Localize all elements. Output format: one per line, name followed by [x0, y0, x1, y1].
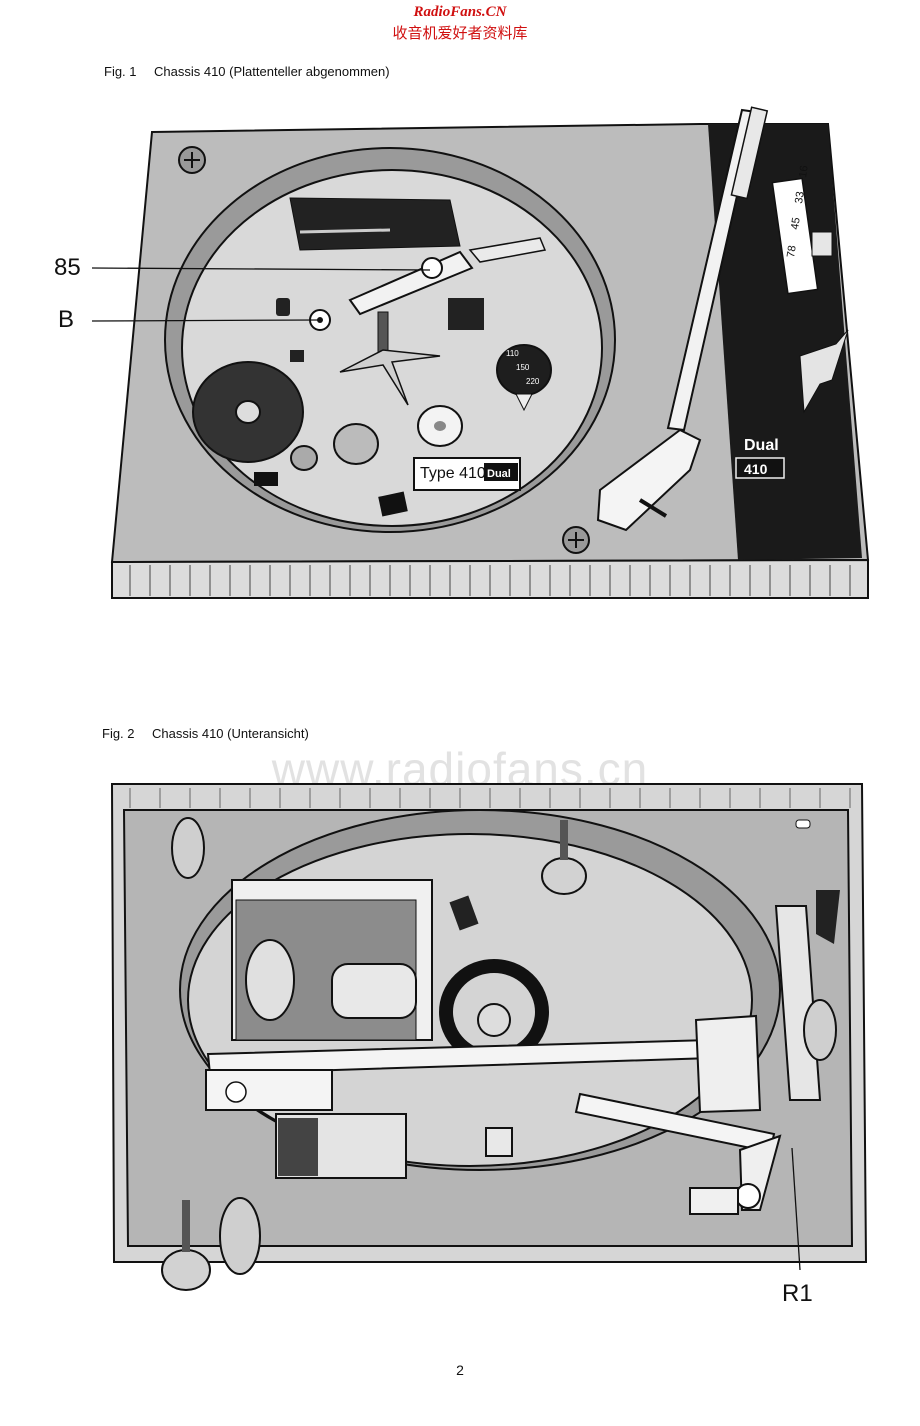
figure-2-title: Chassis 410 (Unteransicht) [152, 726, 309, 741]
brand-badge-model: 410 [744, 461, 768, 477]
type-plate-label: Type 410 [420, 465, 486, 482]
figure-1-label: Fig. 1 [104, 64, 137, 79]
page-number: 2 [456, 1362, 464, 1378]
figure-1-title: Chassis 410 (Plattenteller abgenommen) [154, 64, 390, 79]
knob-scale-110: 110 [506, 349, 519, 358]
knob-scale-220: 220 [526, 377, 540, 386]
knob-scale-150: 150 [516, 363, 530, 372]
site-subtitle: 收音机爱好者资料库 [392, 24, 528, 42]
callout-r1: R1 [782, 1280, 813, 1307]
speed-scale-78: 78 [785, 245, 799, 259]
speed-scale-16: 16 [797, 165, 811, 179]
callout-85: 85 [54, 254, 81, 281]
speed-scale-45: 45 [789, 217, 803, 231]
site-name[interactable]: RadioFans.CN [413, 4, 507, 20]
brand-badge-dual: Dual [744, 437, 779, 454]
speed-scale-33: 33 [793, 191, 807, 205]
callout-b: B [58, 306, 75, 333]
figure-2-label: Fig. 2 [102, 726, 135, 741]
type-plate-brand: Dual [487, 468, 511, 480]
